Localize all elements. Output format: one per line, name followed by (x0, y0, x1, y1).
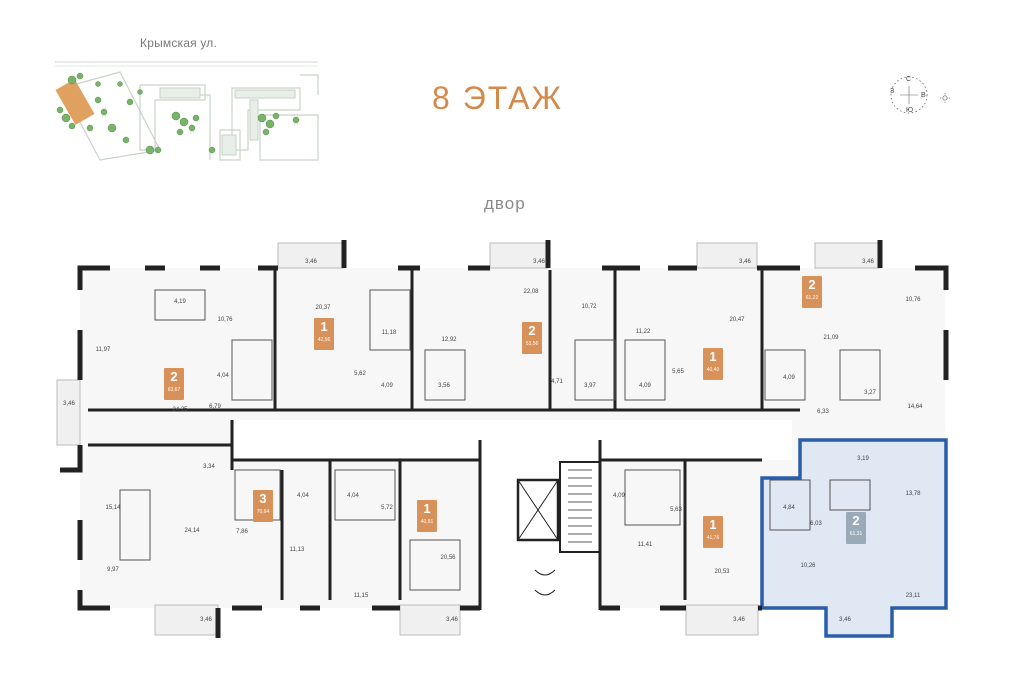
room-area: 4,09 (613, 493, 625, 499)
room-area: 5,62 (354, 371, 366, 377)
room-area: 15,14 (105, 505, 121, 511)
compass-east: В (921, 92, 926, 99)
room-area: 3,46 (533, 259, 545, 265)
room-area: 23,11 (905, 593, 921, 599)
room-area: 3,46 (739, 259, 751, 265)
room-area: 10,26 (800, 563, 816, 569)
room-area: 3,19 (857, 456, 869, 462)
yard-label: двор (484, 194, 526, 213)
room-area: 4,09 (639, 383, 651, 389)
room-area: 4,04 (217, 373, 229, 379)
room-area: 4,71 (551, 379, 563, 385)
room-area: 3,27 (864, 390, 876, 396)
room-area: 13,78 (905, 491, 921, 497)
room-area: 4,84 (783, 505, 795, 511)
room-area: 4,19 (174, 299, 186, 305)
compass-west: З (890, 88, 895, 95)
room-area: 10,72 (581, 304, 597, 310)
floor-title: 8 ЭТАЖ (432, 80, 564, 116)
room-area: 21,09 (823, 335, 839, 341)
room-area: 11,18 (381, 330, 397, 336)
room-area: 3,46 (200, 617, 212, 623)
room-area: 10,76 (905, 297, 921, 303)
room-area: 11,97 (95, 347, 111, 353)
room-area: 24,25 (172, 407, 188, 413)
room-area: 22,08 (523, 289, 539, 295)
room-area: 20,53 (714, 569, 730, 575)
room-area: 11,41 (637, 542, 653, 548)
room-area: 3,97 (584, 383, 596, 389)
room-area: 3,34 (203, 464, 215, 470)
room-area: 3,46 (446, 617, 458, 623)
room-area: 20,47 (729, 317, 745, 323)
room-area: 9,97 (107, 567, 119, 573)
room-area: 14,64 (907, 404, 923, 410)
room-area: 4,04 (297, 493, 309, 499)
room-area: 6,79 (209, 404, 221, 410)
room-area: 4,04 (347, 493, 359, 499)
compass-south: Ю (906, 107, 914, 114)
room-area: 20,37 (315, 305, 331, 311)
room-area: 4,09 (783, 375, 795, 381)
room-area: 6,33 (817, 409, 829, 415)
room-area: 11,22 (635, 329, 651, 335)
building-marker (55, 79, 95, 125)
compass-north: С (906, 76, 912, 83)
room-area: 7,86 (236, 529, 248, 535)
room-area: 3,46 (305, 259, 317, 265)
site-map (55, 61, 319, 161)
room-area: 5,65 (672, 369, 684, 375)
room-area: 11,15 (353, 593, 369, 599)
room-area: 4,09 (381, 383, 393, 389)
room-area: 3,56 (438, 383, 450, 389)
room-area: 24,14 (184, 528, 200, 534)
room-area: 10,76 (217, 317, 233, 323)
room-area: 6,03 (810, 521, 822, 527)
room-area: 3,46 (839, 617, 851, 623)
room-area: 3,46 (862, 259, 874, 265)
street-label: Крымская ул. (140, 36, 218, 50)
compass-rose (890, 76, 950, 114)
room-area: 3,46 (63, 401, 75, 407)
room-area: 3,46 (733, 617, 745, 623)
room-area: 5,72 (381, 505, 393, 511)
room-area: 5,63 (670, 507, 682, 513)
room-area: 12,92 (441, 337, 457, 343)
room-area: 20,56 (440, 555, 456, 561)
room-area: 11,13 (289, 547, 305, 553)
